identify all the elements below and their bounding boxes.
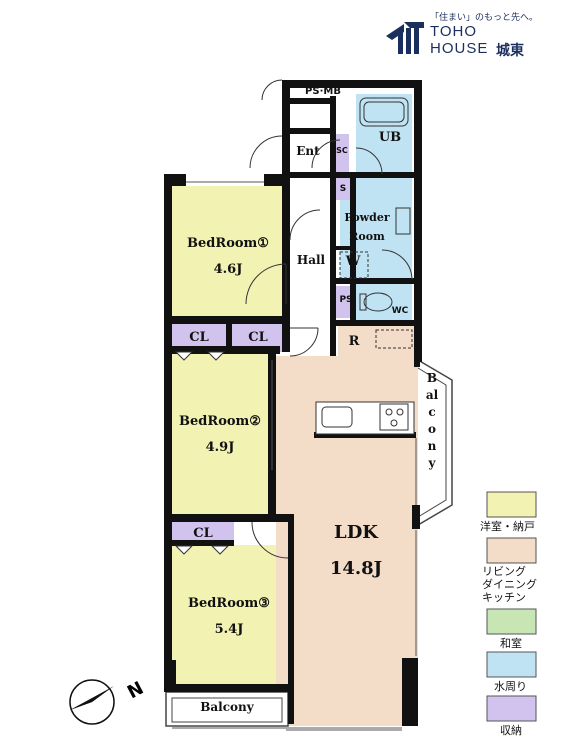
brand-name-line1: TOHO bbox=[430, 23, 478, 40]
wc-label: WC bbox=[391, 306, 409, 316]
bedroom1-size: 4.6J bbox=[213, 262, 243, 277]
side-balcony-label: Balcony bbox=[425, 371, 439, 470]
bottom-balcony-label: Balcony bbox=[200, 700, 254, 714]
ldk-name: LDK bbox=[334, 522, 378, 543]
s-label: S bbox=[339, 184, 347, 194]
brand-logo: 「住まい」のもっと先へ。 TOHO HOUSE 城東 bbox=[384, 10, 554, 60]
refrigerator-label: R bbox=[348, 334, 360, 349]
bedroom3-fill bbox=[170, 545, 288, 687]
legend-label-ldk: リビング ダイニング キッチン bbox=[482, 565, 537, 604]
ldk-size: 14.8J bbox=[329, 558, 383, 579]
stove-icon bbox=[379, 403, 409, 431]
ent-label: Ent bbox=[296, 144, 320, 158]
closet2-label: CL bbox=[248, 330, 268, 345]
bedroom2-fill bbox=[170, 352, 272, 514]
legend-label-japanese: 和室 bbox=[500, 637, 522, 650]
w-label: W bbox=[345, 254, 361, 269]
s-fill bbox=[336, 178, 350, 200]
toilet-icon bbox=[363, 292, 393, 312]
bedroom1-name: BedRoom① bbox=[187, 236, 269, 251]
sc-label: SC bbox=[336, 146, 348, 155]
closet1-label: CL bbox=[189, 330, 209, 345]
house-logo-icon bbox=[386, 22, 424, 54]
powder-room-label: Powder Room bbox=[344, 211, 390, 243]
side-balcony-outline bbox=[417, 359, 453, 526]
ldk-kitchen-fill bbox=[338, 326, 418, 358]
hall-label: Hall bbox=[296, 253, 326, 267]
wc-fill bbox=[356, 282, 412, 322]
walls bbox=[164, 80, 422, 726]
sc-fill bbox=[333, 134, 349, 172]
legend-label-western: 洋室・納戸 bbox=[480, 520, 535, 533]
sink-icon bbox=[321, 406, 353, 428]
bedroom3-size: 5.4J bbox=[214, 622, 244, 637]
ub-fill bbox=[356, 94, 412, 176]
ps-mb-label: PS·MB bbox=[305, 86, 341, 97]
ub-label: UB bbox=[378, 130, 402, 145]
bedroom1-fill bbox=[170, 186, 286, 322]
door-swings bbox=[245, 79, 413, 559]
bedroom2-name: BedRoom② bbox=[179, 414, 261, 429]
legend-label-storage: 収納 bbox=[500, 724, 522, 737]
closet3-label: CL bbox=[193, 526, 213, 541]
brand-name-line2: HOUSE bbox=[430, 40, 489, 57]
north-compass-icon bbox=[69, 679, 115, 725]
legend-swatches bbox=[486, 491, 537, 722]
brand-tagline: 「住まい」のもっと先へ。 bbox=[430, 13, 539, 23]
brand-suffix: 城東 bbox=[496, 43, 524, 59]
ps-label: PS bbox=[339, 295, 353, 305]
windows bbox=[172, 181, 417, 731]
bedroom2-size: 4.9J bbox=[205, 440, 235, 455]
bedroom3-name: BedRoom③ bbox=[188, 596, 270, 611]
legend-label-water: 水周り bbox=[494, 680, 527, 693]
